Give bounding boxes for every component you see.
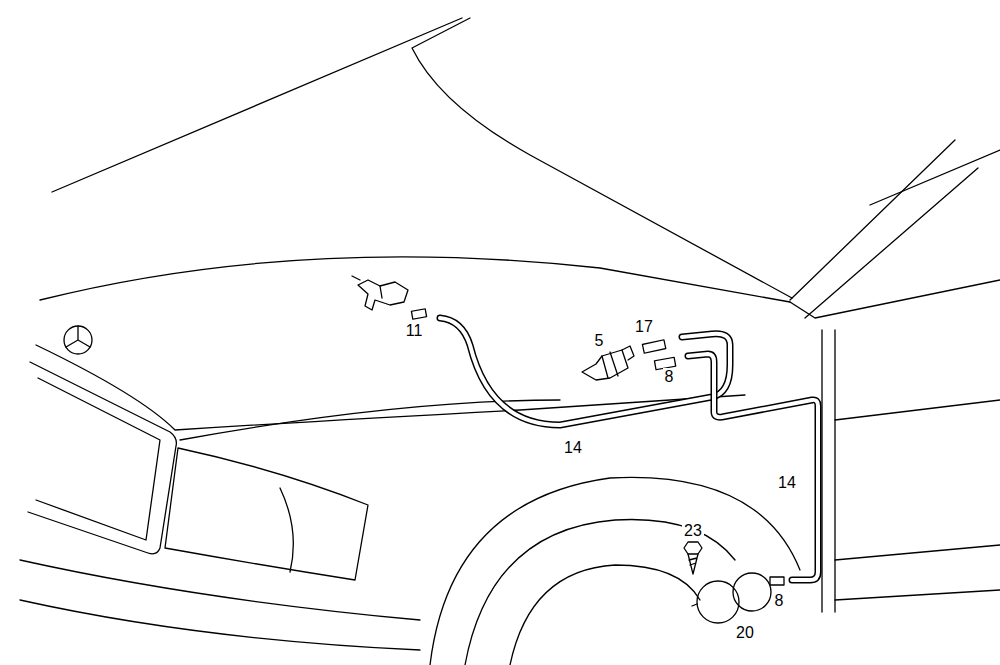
callout-number: 17: [633, 318, 655, 336]
callout-number: 8: [663, 368, 676, 386]
a-pillar: [805, 168, 978, 318]
screw: [688, 554, 698, 574]
hood-crease: [36, 345, 745, 430]
door-edge: [834, 330, 835, 612]
hood-edge: [52, 18, 462, 192]
hose: [440, 318, 818, 580]
callout-number: 14: [776, 474, 798, 492]
sill-line: [835, 590, 1000, 600]
grille: [36, 378, 160, 540]
connector: [642, 340, 665, 353]
body-line: [835, 545, 1000, 560]
grille: [28, 362, 176, 554]
beltline: [790, 280, 1000, 318]
hood-front: [40, 257, 790, 302]
a-pillar: [790, 140, 955, 300]
connector: [411, 309, 426, 319]
wheel-arch: [430, 477, 800, 665]
callout-number: 11: [404, 322, 425, 340]
callout-number: 23: [682, 522, 704, 540]
washer-nozzle: [358, 280, 408, 310]
washer-nozzle: [352, 276, 382, 298]
emblem: [66, 326, 90, 347]
cowl-line: [412, 18, 792, 298]
headlight: [165, 448, 368, 580]
wheel: [465, 520, 735, 665]
reservoir: [733, 573, 771, 611]
callout-number: 20: [734, 624, 756, 642]
bumper: [20, 600, 420, 650]
body-line: [835, 400, 1000, 420]
callout-number: 8: [773, 592, 786, 610]
callout-number: 14: [562, 439, 584, 457]
door-edge: [821, 330, 822, 612]
reservoir: [692, 604, 697, 606]
connector: [770, 577, 784, 585]
headlight: [280, 488, 293, 572]
wheel: [510, 565, 700, 665]
pump: [602, 346, 634, 378]
roof-line: [870, 150, 1000, 205]
emblem: [64, 326, 92, 354]
screw: [684, 542, 702, 554]
bumper: [20, 560, 420, 620]
callout-number: 5: [593, 332, 606, 350]
reservoir: [697, 581, 739, 623]
